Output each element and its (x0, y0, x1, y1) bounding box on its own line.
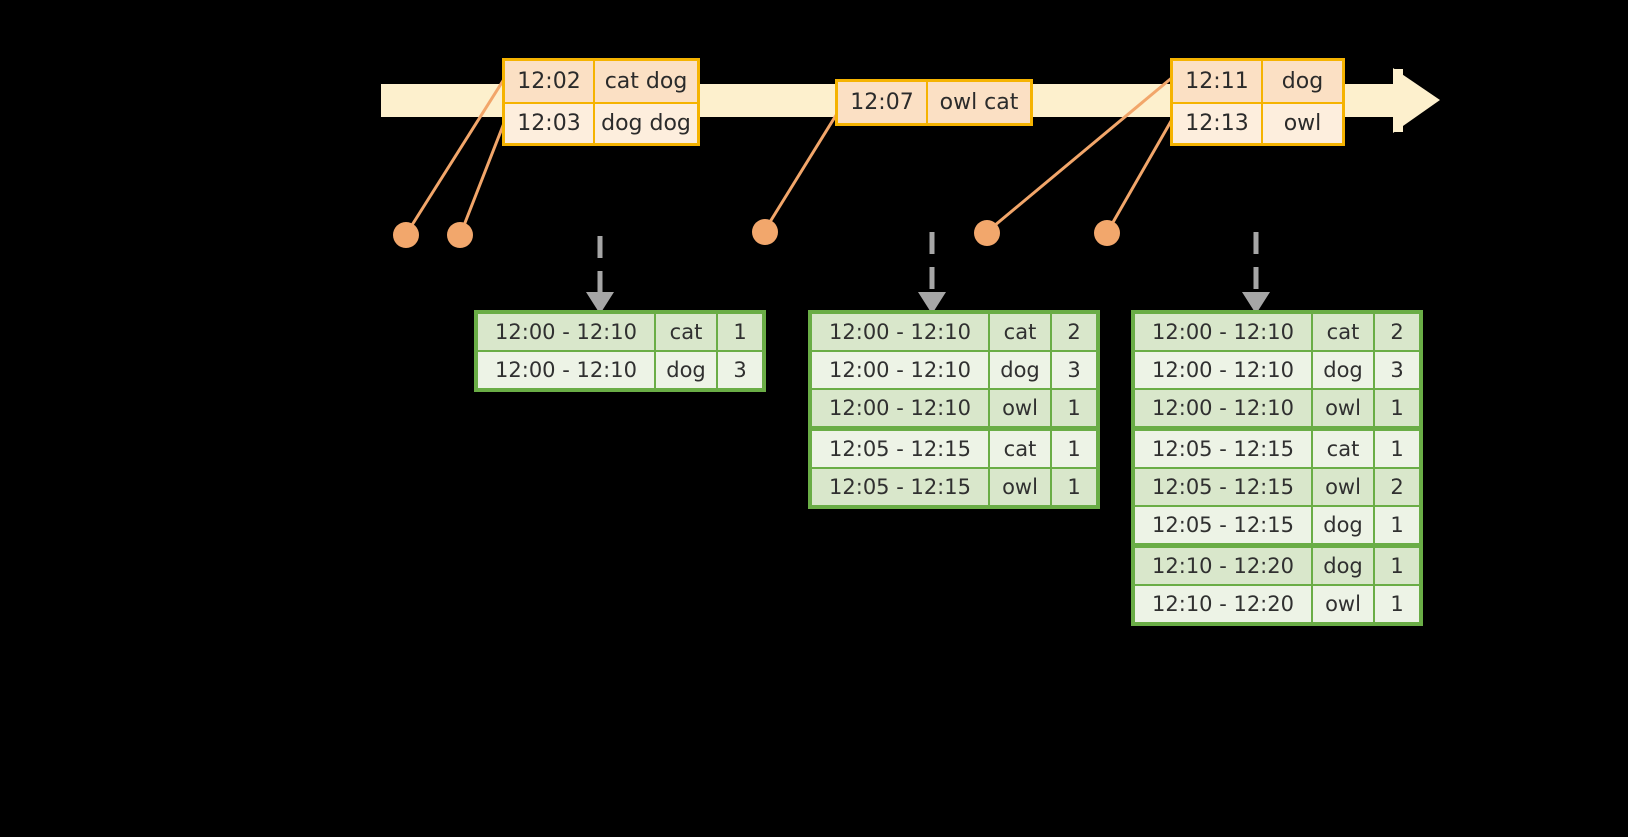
cell-count: 2 (1052, 314, 1096, 350)
event-row[interactable]: 12:13 owl (1173, 102, 1342, 143)
cell-window: 12:10 - 12:20 (1135, 548, 1311, 584)
cell-word: dog (656, 352, 716, 388)
cell-word: cat (990, 431, 1050, 467)
cell-word: owl (990, 469, 1050, 505)
cell-window: 12:05 - 12:15 (1135, 507, 1311, 543)
event-words: owl (1261, 104, 1342, 143)
cell-window: 12:05 - 12:15 (812, 469, 988, 505)
cell-word: cat (1313, 431, 1373, 467)
event-row[interactable]: 12:03 dog dog (505, 102, 697, 143)
cell-word: cat (990, 314, 1050, 350)
event-time: 12:13 (1173, 104, 1261, 143)
event-time: 12:11 (1173, 61, 1261, 102)
cell-window: 12:00 - 12:10 (812, 390, 988, 426)
dashed-arrow-1 (586, 236, 614, 314)
event-words: dog dog (593, 104, 697, 143)
event-group-1[interactable]: 12:02 cat dog 12:03 dog dog (502, 58, 700, 146)
event-dot-1 (393, 222, 419, 248)
connector-line-1 (405, 75, 508, 234)
cell-count: 1 (1375, 507, 1419, 543)
connector-line-3 (763, 111, 840, 231)
cell-word: owl (1313, 586, 1373, 622)
cell-count: 3 (1375, 352, 1419, 388)
cell-count: 1 (718, 314, 762, 350)
event-words: owl cat (926, 82, 1030, 123)
event-dot-5 (1094, 220, 1120, 246)
event-time: 12:07 (838, 82, 926, 123)
event-row[interactable]: 12:02 cat dog (505, 61, 697, 102)
cell-count: 1 (1375, 548, 1419, 584)
cell-count: 1 (1052, 390, 1096, 426)
cell-count: 1 (1375, 586, 1419, 622)
cell-word: cat (656, 314, 716, 350)
event-dot-4 (974, 220, 1000, 246)
cell-window: 12:00 - 12:10 (812, 314, 988, 350)
cell-window: 12:05 - 12:15 (812, 431, 988, 467)
cell-word: owl (1313, 390, 1373, 426)
event-words: cat dog (593, 61, 697, 102)
event-dot-2 (447, 222, 473, 248)
cell-window: 12:00 - 12:10 (478, 352, 654, 388)
cell-count: 2 (1375, 469, 1419, 505)
cell-count: 1 (1052, 431, 1096, 467)
cell-word: dog (990, 352, 1050, 388)
event-group-3[interactable]: 12:11 dog 12:13 owl (1170, 58, 1345, 146)
cell-count: 3 (1052, 352, 1096, 388)
cell-count: 1 (1375, 390, 1419, 426)
trigger-arrows (586, 232, 1270, 314)
event-words: dog (1261, 61, 1342, 102)
cell-word: owl (1313, 469, 1373, 505)
cell-window: 12:00 - 12:10 (478, 314, 654, 350)
cell-count: 1 (1375, 431, 1419, 467)
cell-window: 12:05 - 12:15 (1135, 469, 1311, 505)
cell-count: 3 (718, 352, 762, 388)
event-time: 12:03 (505, 104, 593, 143)
dashed-arrow-3 (1242, 232, 1270, 314)
dashed-arrow-2 (918, 232, 946, 314)
cell-word: dog (1313, 507, 1373, 543)
cell-word: owl (990, 390, 1050, 426)
event-time: 12:02 (505, 61, 593, 102)
cell-window: 12:00 - 12:10 (1135, 314, 1311, 350)
event-row[interactable]: 12:07 owl cat (838, 82, 1030, 123)
cell-window: 12:10 - 12:20 (1135, 586, 1311, 622)
cell-window: 12:00 - 12:10 (812, 352, 988, 388)
cell-window: 12:05 - 12:15 (1135, 431, 1311, 467)
event-dot-3 (752, 219, 778, 245)
cell-count: 2 (1375, 314, 1419, 350)
cell-count: 1 (1052, 469, 1096, 505)
event-group-2[interactable]: 12:07 owl cat (835, 79, 1033, 126)
event-row[interactable]: 12:11 dog (1173, 61, 1342, 102)
cell-word: dog (1313, 548, 1373, 584)
connector-line-4 (987, 74, 1175, 233)
event-connectors (405, 74, 1176, 234)
cell-word: cat (1313, 314, 1373, 350)
cell-word: dog (1313, 352, 1373, 388)
connector-line-5 (1106, 115, 1176, 232)
connector-line-2 (459, 117, 508, 234)
event-dots (393, 219, 1120, 248)
cell-window: 12:00 - 12:10 (1135, 352, 1311, 388)
cell-window: 12:00 - 12:10 (1135, 390, 1311, 426)
